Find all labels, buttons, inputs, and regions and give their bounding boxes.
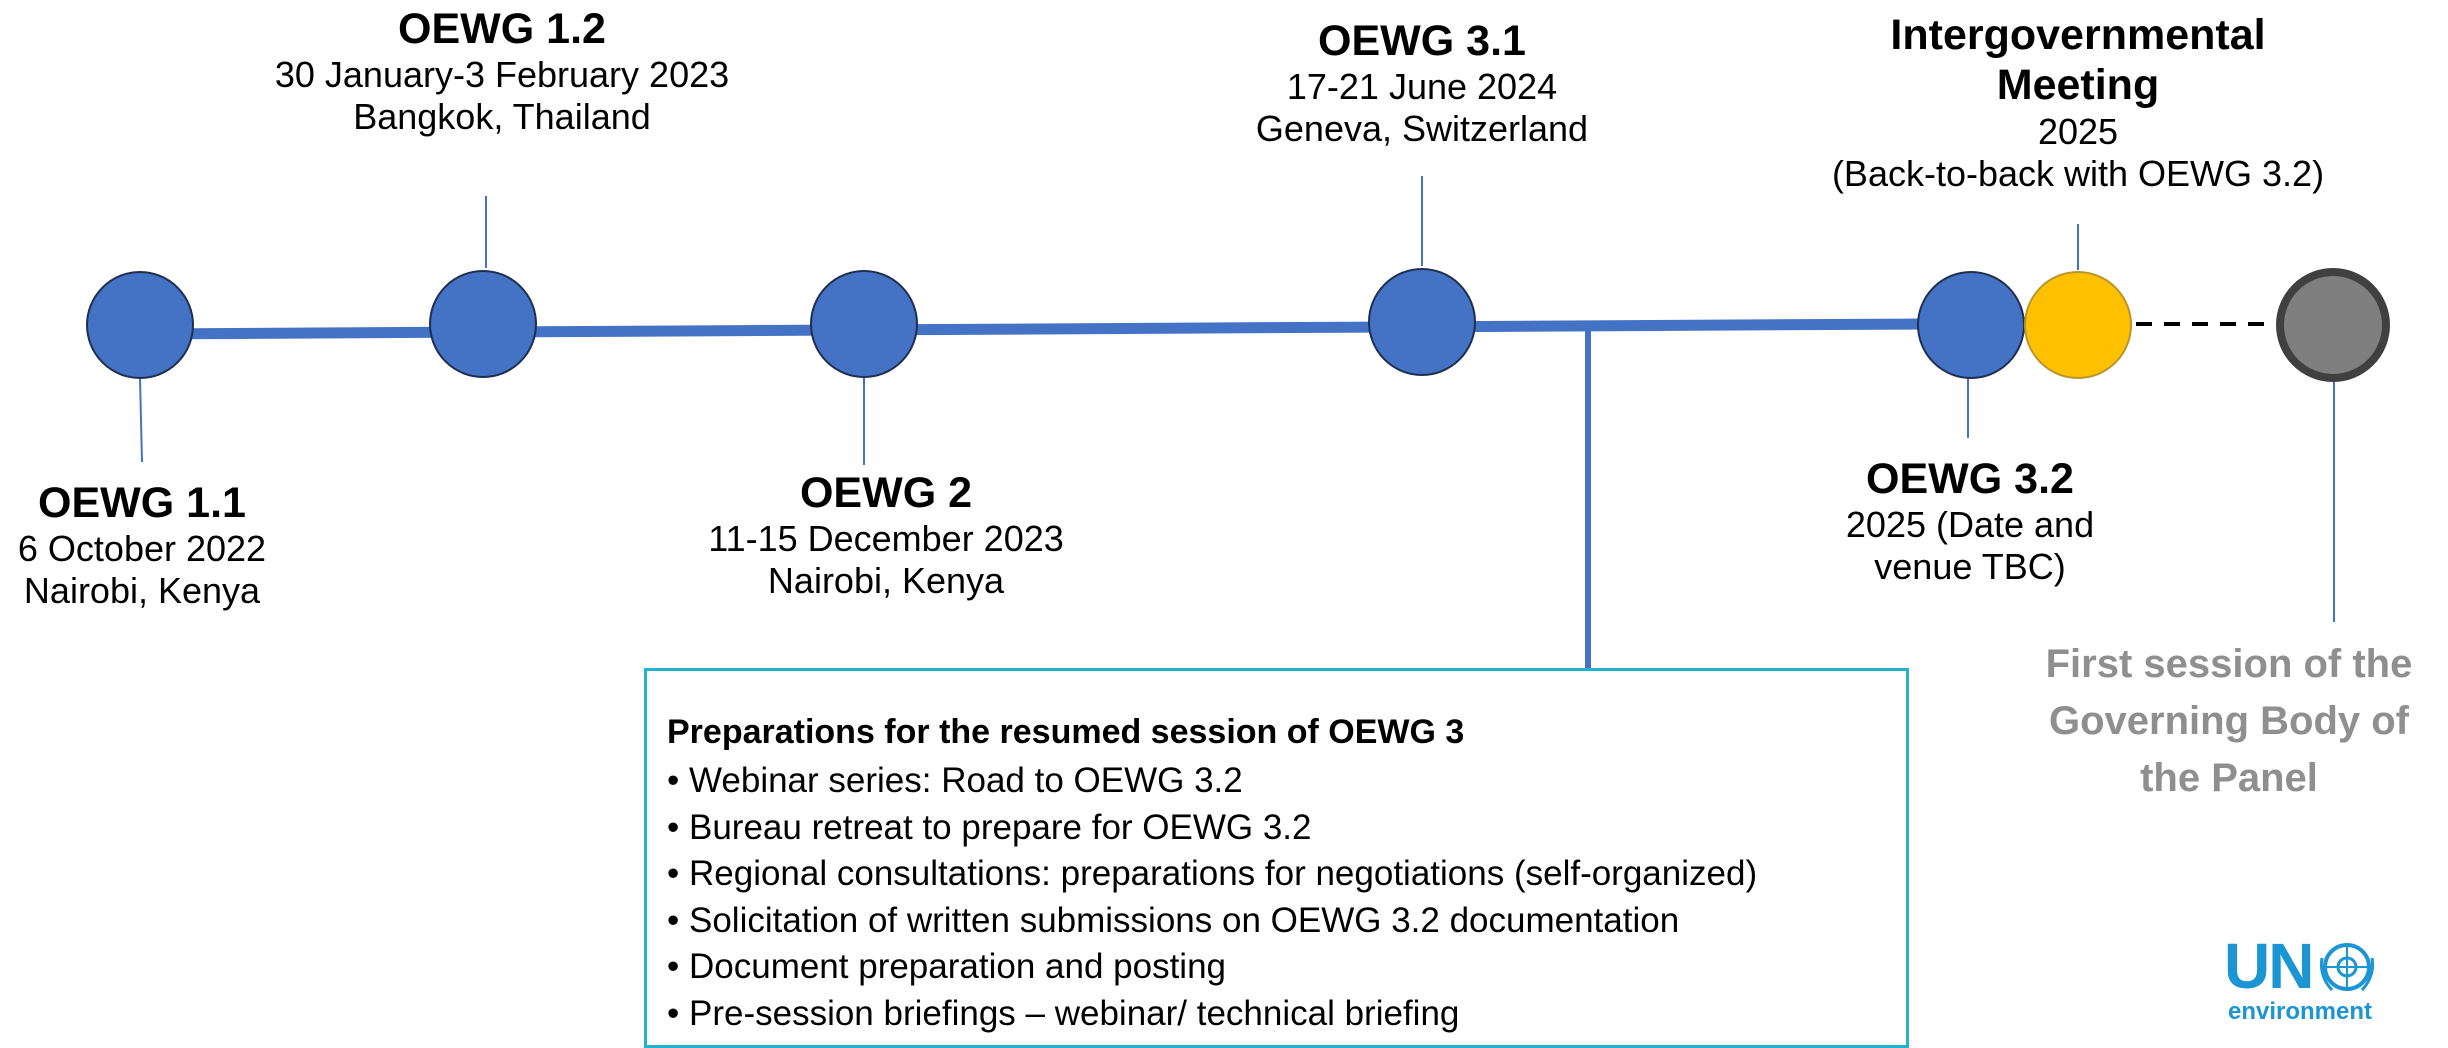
oewg31-venue: Geneva, Switzerland [1255,108,1589,150]
oewg11-venue: Nairobi, Kenya [23,570,261,612]
oewg12-date: 30 January-3 February 2023 [274,54,730,96]
governing-line2: Governing Body of [2049,698,2409,743]
leader-oewg11 [139,377,143,463]
node-oewg12 [429,270,537,378]
list-item: Solicitation of written submissions on O… [667,898,1886,945]
un-environment-logo: UN environment [2214,930,2434,1025]
list-item: Bureau retreat to prepare for OEWG 3.2 [667,805,1886,852]
governing-line3: the Panel [2140,755,2318,800]
preparations-heading: Preparations for the resumed session of … [667,713,1465,751]
oewg2-date: 11-15 December 2023 [708,518,1064,560]
oewg32-line1: 2025 (Date and [1845,504,2095,546]
oewg12-title: OEWG 1.2 [398,5,606,53]
node-intergov [2024,271,2132,379]
label-governing-body: First session of the Governing Body of t… [2010,636,2448,806]
oewg31-title: OEWG 3.1 [1318,17,1526,65]
node-oewg32 [1917,271,2025,379]
label-oewg31: OEWG 3.1 17-21 June 2024 Geneva, Switzer… [1230,16,1614,151]
intergov-title-line1: Intergovernmental [1890,11,2266,59]
list-item: Pre-session briefings – webinar/ technic… [667,991,1886,1038]
timeline-diagram [86,176,2390,668]
oewg2-venue: Nairobi, Kenya [767,560,1005,602]
intergov-date: 2025 [2037,110,2119,152]
oewg11-title: OEWG 1.1 [38,479,246,527]
label-oewg2: OEWG 2 11-15 December 2023 Nairobi, Keny… [680,468,1092,603]
oewg2-title: OEWG 2 [799,469,973,517]
logo-text: UN [2224,930,2314,1002]
logo-subtext: environment [2228,998,2373,1025]
intergov-title-line2: Meeting [1996,61,2160,110]
label-oewg12: OEWG 1.2 30 January-3 February 2023 Bang… [262,4,742,139]
label-oewg11: OEWG 1.1 6 October 2022 Nairobi, Kenya [0,478,284,613]
list-item: Webinar series: Road to OEWG 3.2 [667,758,1886,805]
oewg12-venue: Bangkok, Thailand [353,96,651,138]
node-oewg11 [86,271,194,379]
label-intergov: Intergovernmental Meeting 2025 (Back-to-… [1810,10,2346,195]
preparations-box: Preparations for the resumed session of … [644,668,1909,1048]
node-oewg31 [1368,268,1476,376]
list-item: Document preparation and posting [667,944,1886,991]
label-oewg32: OEWG 3.2 2025 (Date and venue TBC) [1760,454,2180,589]
intergov-note: (Back-to-back with OEWG 3.2) [1831,152,2325,194]
oewg32-title: OEWG 3.2 [1866,455,2074,503]
oewg31-date: 17-21 June 2024 [1286,66,1558,108]
node-governing [2276,268,2390,382]
timeline-line [139,318,1923,340]
list-item: Regional consultations: preparations for… [667,851,1886,898]
oewg32-line2: venue TBC) [1874,546,2066,588]
oewg11-date: 6 October 2022 [17,528,267,570]
node-oewg2 [810,270,918,378]
preparations-list: Webinar series: Road to OEWG 3.2 Bureau … [667,758,1886,1037]
governing-line1: First session of the [2045,642,2413,686]
un-emblem-icon [2320,943,2374,992]
